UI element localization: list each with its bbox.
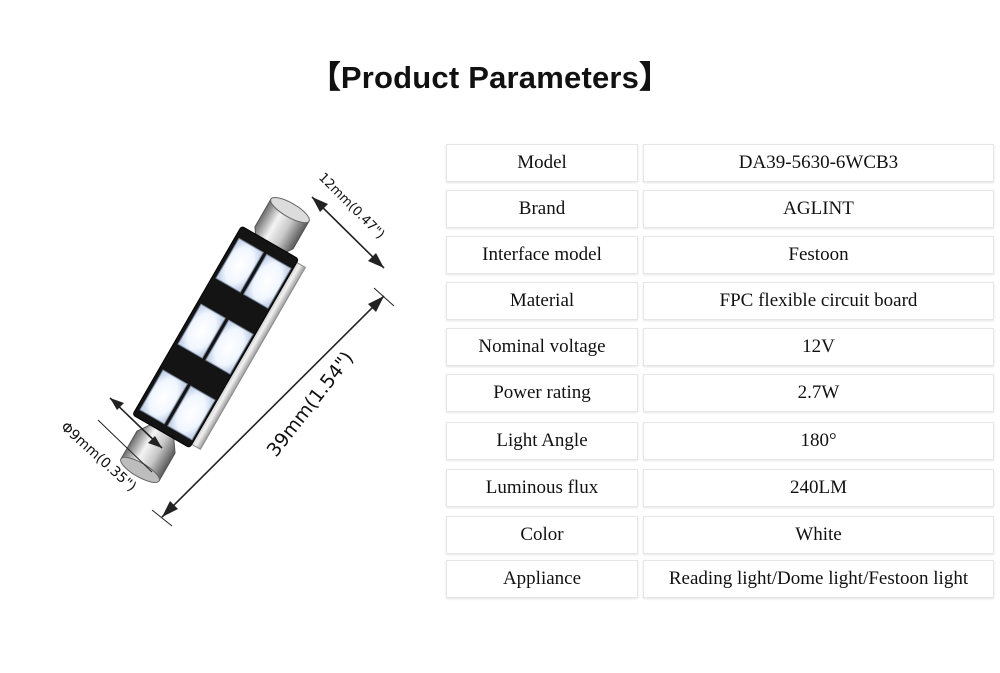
parameter-value: White [643, 516, 994, 554]
parameter-label: Model [446, 144, 638, 182]
led-chip [167, 385, 216, 441]
parameter-label: Light Angle [446, 422, 638, 460]
led-chip [215, 237, 264, 293]
parameter-value: 12V [643, 328, 994, 366]
led-chip [243, 253, 292, 309]
page-title: 【Product Parameters】 [309, 60, 671, 95]
led-chip [205, 319, 254, 375]
led-chip [139, 369, 188, 425]
parameter-label: Luminous flux [446, 469, 638, 507]
width-label: 12mm(0.47") [315, 170, 387, 242]
parameter-value: Festoon [643, 236, 994, 274]
length-label: 39mm(1.54") [263, 347, 359, 461]
led-chip [177, 303, 226, 359]
parameter-label: Appliance [446, 560, 638, 598]
parameter-value: FPC flexible circuit board [643, 282, 994, 320]
led-bulb-diagram: 39mm(1.54") 12mm(0.47") Φ9mm(0.35") [57, 170, 395, 527]
parameter-value: 240LM [643, 469, 994, 507]
parameter-label: Nominal voltage [446, 328, 638, 366]
parameter-value: 2.7W [643, 374, 994, 412]
parameter-label: Brand [446, 190, 638, 228]
parameter-value: Reading light/Dome light/Festoon light [643, 560, 994, 598]
bulb-body [120, 197, 310, 483]
parameter-label: Material [446, 282, 638, 320]
width-dimension: 12mm(0.47") [311, 170, 387, 269]
parameter-label: Power rating [446, 374, 638, 412]
parameter-label: Interface model [446, 236, 638, 274]
parameter-value: 180° [643, 422, 994, 460]
parameter-value: DA39-5630-6WCB3 [643, 144, 994, 182]
parameter-label: Color [446, 516, 638, 554]
parameter-value: AGLINT [643, 190, 994, 228]
